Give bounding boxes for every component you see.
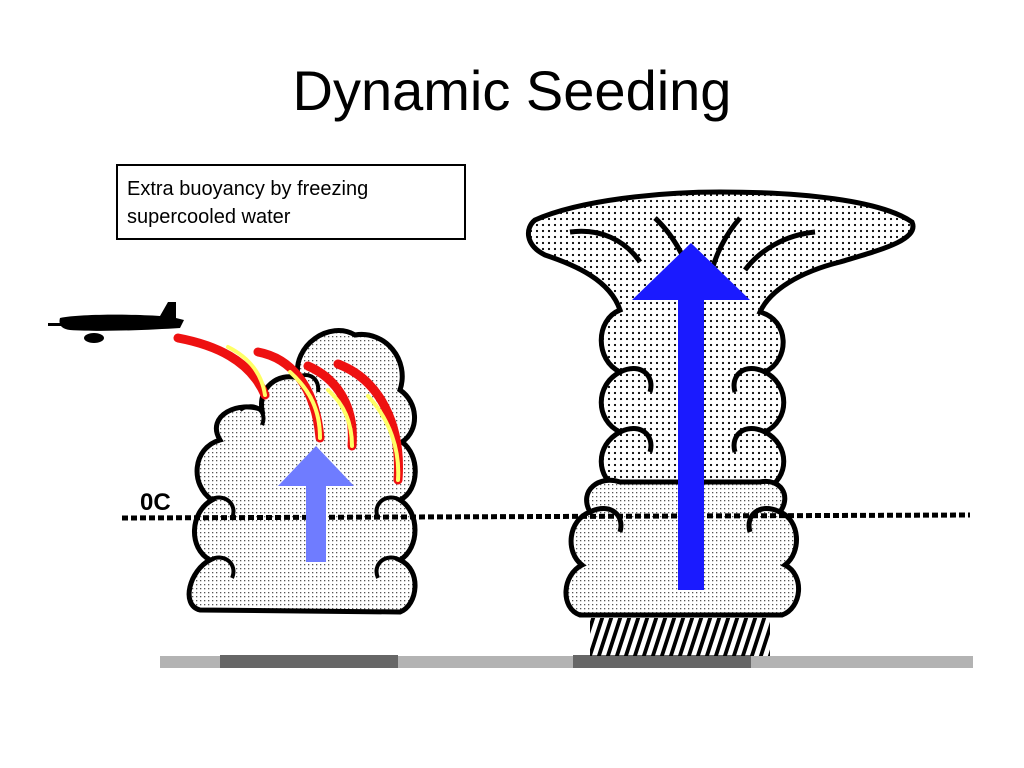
large-updraft-arrow [632, 243, 750, 590]
callout-line-2: supercooled water [127, 206, 291, 228]
callout-line-1: Extra buoyancy by freezing [127, 178, 369, 200]
airplane-icon [48, 302, 184, 343]
precipitation-shafts [590, 618, 770, 656]
small-updraft-arrow [278, 446, 354, 562]
slide-title: Dynamic Seeding [292, 59, 732, 122]
large-cumulonimbus-cloud [525, 189, 916, 618]
freezing-level-label: 0C [140, 489, 171, 516]
ground [160, 655, 973, 668]
freezing-level-line [121, 512, 971, 521]
callout-box: Extra buoyancy by freezing supercooled w… [116, 164, 466, 240]
small-cloud-inner-lines [209, 373, 401, 579]
seeding-flare-trails [173, 333, 403, 485]
large-cloud-inner-lines [569, 216, 816, 533]
